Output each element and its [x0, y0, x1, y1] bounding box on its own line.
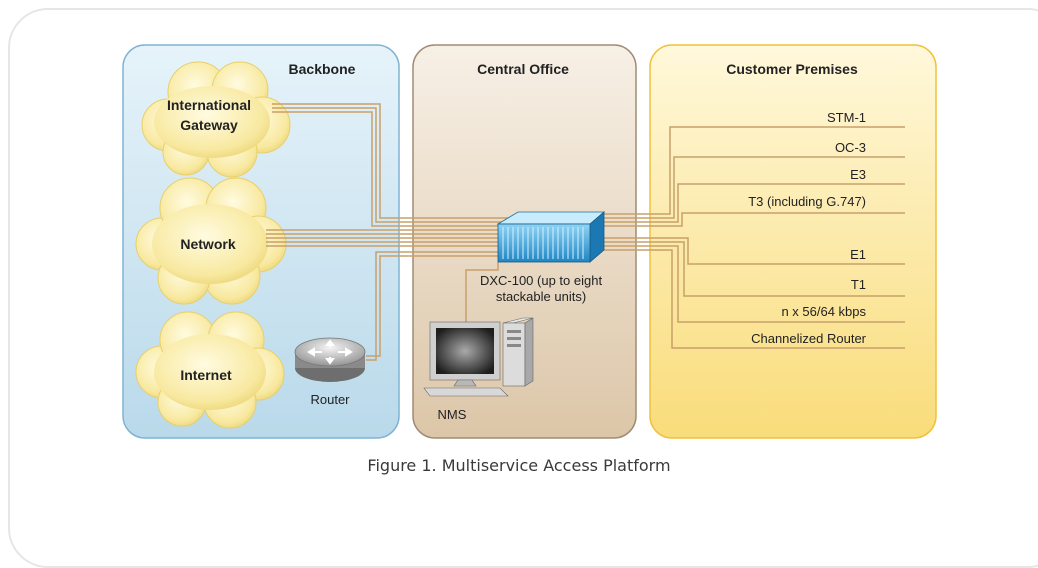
- dxc-100-device-icon: [496, 211, 606, 263]
- cloud-international-gateway-label-line2: Gateway: [180, 117, 238, 133]
- customer-service-lines: [588, 126, 905, 349]
- service-label-oc3: OC-3: [835, 140, 866, 155]
- cloud-international-gateway-label-line1: International: [167, 97, 251, 113]
- backbone-title: Backbone: [289, 61, 356, 77]
- dxc-label-line2: stackable units): [496, 289, 586, 304]
- multiservice-access-diagram: Backbone Central Office Customer Premise…: [122, 44, 937, 439]
- router-label: Router: [310, 392, 350, 407]
- dxc-label-line1: DXC-100 (up to eight: [480, 273, 603, 288]
- nms-link-line: [465, 262, 499, 322]
- cloud-internet-label: Internet: [180, 367, 232, 383]
- customer-premises-title: Customer Premises: [726, 61, 858, 77]
- cloud-international-gateway: [141, 61, 291, 178]
- nms-label: NMS: [438, 407, 467, 422]
- router-icon: [294, 337, 366, 382]
- central-office-title: Central Office: [477, 61, 569, 77]
- cloud-internet: [135, 311, 285, 429]
- service-label-channelized-router: Channelized Router: [751, 331, 867, 346]
- service-label-e1: E1: [850, 247, 866, 262]
- figure-caption: Figure 1. Multiservice Access Platform: [367, 456, 671, 475]
- service-label-stm1: STM-1: [827, 110, 866, 125]
- service-label-t1: T1: [851, 277, 866, 292]
- cloud-network-label: Network: [180, 236, 235, 252]
- service-label-nx56-64: n x 56/64 kbps: [781, 304, 866, 319]
- nms-computer-icon: [423, 317, 534, 397]
- service-label-t3: T3 (including G.747): [748, 194, 866, 209]
- service-label-e3: E3: [850, 167, 866, 182]
- customer-premises-zone: [649, 44, 937, 439]
- backbone-link-lines: [266, 103, 520, 361]
